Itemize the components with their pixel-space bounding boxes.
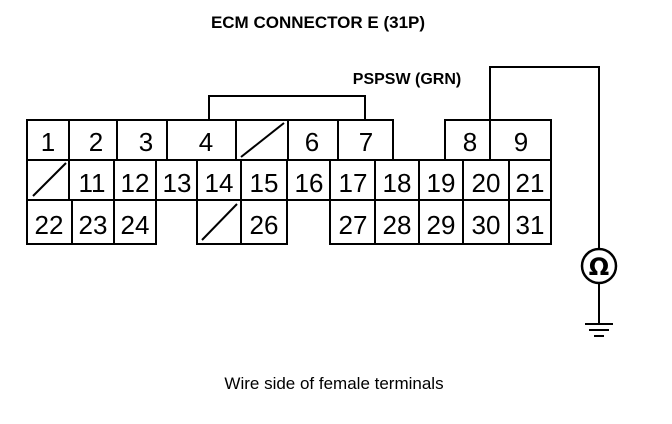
terminal-label: 28	[383, 210, 412, 240]
terminal-label: 31	[516, 210, 545, 240]
terminal-26: 26	[240, 199, 288, 245]
terminal-label: 13	[163, 168, 192, 198]
ohm-symbol: Ω	[589, 253, 609, 281]
terminal-label: 8	[463, 127, 477, 157]
terminal-17: 17	[329, 159, 376, 201]
terminal-15: 15	[240, 159, 288, 201]
terminal-3: 3	[116, 119, 168, 161]
ohmmeter: Ω	[580, 247, 618, 285]
terminal-1: 1	[26, 119, 70, 161]
terminal-label: 22	[35, 210, 64, 240]
terminal-19: 19	[418, 159, 464, 201]
terminal-label: 21	[516, 168, 545, 198]
terminal-7: 7	[337, 119, 394, 161]
terminal-4: 4	[166, 119, 237, 161]
terminal-label: 12	[121, 168, 150, 198]
terminal-21: 21	[508, 159, 552, 201]
wire-label: PSPSW (GRN)	[353, 71, 461, 88]
terminal-label: 16	[295, 168, 324, 198]
terminal-9: 9	[489, 119, 552, 161]
terminal-6: 6	[287, 119, 339, 161]
terminal-14: 14	[196, 159, 242, 201]
ground-icon	[585, 323, 613, 337]
terminal-label: 18	[383, 168, 412, 198]
terminal-label: 4	[199, 127, 213, 157]
terminal-label: 11	[79, 168, 106, 198]
terminal-27: 27	[329, 199, 376, 245]
terminal-label: 30	[472, 210, 501, 240]
probe-wire	[489, 66, 600, 250]
terminal-label: 14	[205, 168, 234, 198]
terminal-label: 24	[121, 210, 150, 240]
terminal-28: 28	[374, 199, 420, 245]
terminal-label: 1	[41, 127, 55, 157]
terminal-30: 30	[462, 199, 510, 245]
terminal-label: 23	[79, 210, 108, 240]
terminal-label: 27	[339, 210, 368, 240]
terminal-22: 22	[26, 199, 73, 245]
terminal-29: 29	[418, 199, 464, 245]
connector-latch	[208, 95, 366, 120]
terminal-empty-5	[235, 119, 289, 161]
terminal-label: 26	[250, 210, 279, 240]
terminal-12: 12	[113, 159, 157, 201]
terminal-label: 9	[514, 127, 528, 157]
terminal-label: 29	[427, 210, 456, 240]
terminal-2: 2	[68, 119, 118, 161]
terminal-18: 18	[374, 159, 420, 201]
terminal-label: 20	[472, 168, 501, 198]
terminal-24: 24	[113, 199, 157, 245]
terminal-label: 3	[139, 127, 153, 157]
terminal-label: 15	[250, 168, 279, 198]
terminal-31: 31	[508, 199, 552, 245]
diagram-caption: Wire side of female terminals	[224, 374, 443, 393]
terminal-23: 23	[71, 199, 115, 245]
terminal-label: 7	[359, 127, 373, 157]
terminal-16: 16	[286, 159, 331, 201]
terminal-20: 20	[462, 159, 510, 201]
terminal-label: 19	[427, 168, 456, 198]
terminal-label: 6	[305, 127, 319, 157]
terminal-13: 13	[155, 159, 198, 201]
terminal-label: 2	[89, 127, 103, 157]
terminal-8: 8	[444, 119, 491, 161]
terminal-empty-25	[196, 199, 242, 245]
terminal-label: 17	[339, 168, 368, 198]
diagram-title: ECM CONNECTOR E (31P)	[211, 13, 425, 32]
terminal-11: 11	[68, 159, 115, 201]
terminal-empty-10	[26, 159, 70, 201]
